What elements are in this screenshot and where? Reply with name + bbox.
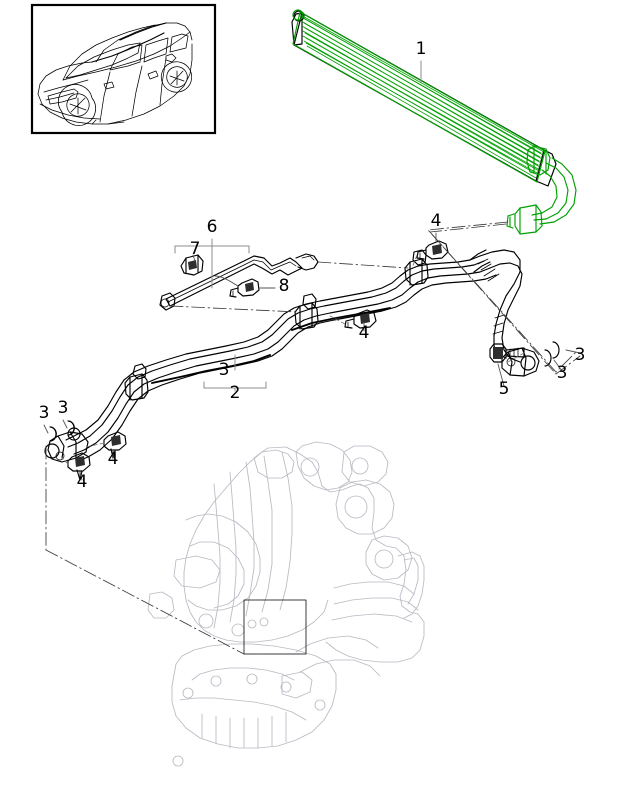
callout-1: 1 (416, 39, 427, 59)
callout-4d: 4 (77, 472, 88, 492)
oil-cooler-part-1 (291, 9, 577, 235)
bolt-4b (344, 309, 377, 329)
vehicle-silhouette-inset (30, 3, 217, 135)
bolt-5 (489, 343, 525, 363)
transmission-housing-ghost (147, 441, 425, 767)
callout-6: 6 (207, 217, 218, 237)
callout-3e: 3 (58, 398, 69, 418)
callout-3d: 3 (39, 403, 50, 423)
oil-line-assembly-part-2 (44, 249, 560, 463)
bolt-4a (416, 240, 449, 260)
callout-4b: 4 (359, 323, 370, 343)
callout-labels: 1 4 6 7 8 4 3 2 3 3 5 3 3 4 4 (39, 39, 586, 492)
callout-8: 8 (279, 276, 290, 296)
callout-4c: 4 (108, 449, 119, 469)
bolt-4c (103, 431, 127, 459)
callout-3a: 3 (219, 360, 230, 380)
callout-4a: 4 (431, 211, 442, 231)
callout-7: 7 (190, 239, 201, 259)
mounting-bracket-part-6 (159, 253, 319, 311)
callout-3b: 3 (557, 363, 568, 383)
callout-leader-lines (43, 60, 581, 481)
callout-2: 2 (230, 383, 241, 403)
callout-3c: 3 (575, 345, 586, 365)
alignment-construction-lines (45, 221, 581, 655)
callout-5: 5 (499, 379, 510, 399)
